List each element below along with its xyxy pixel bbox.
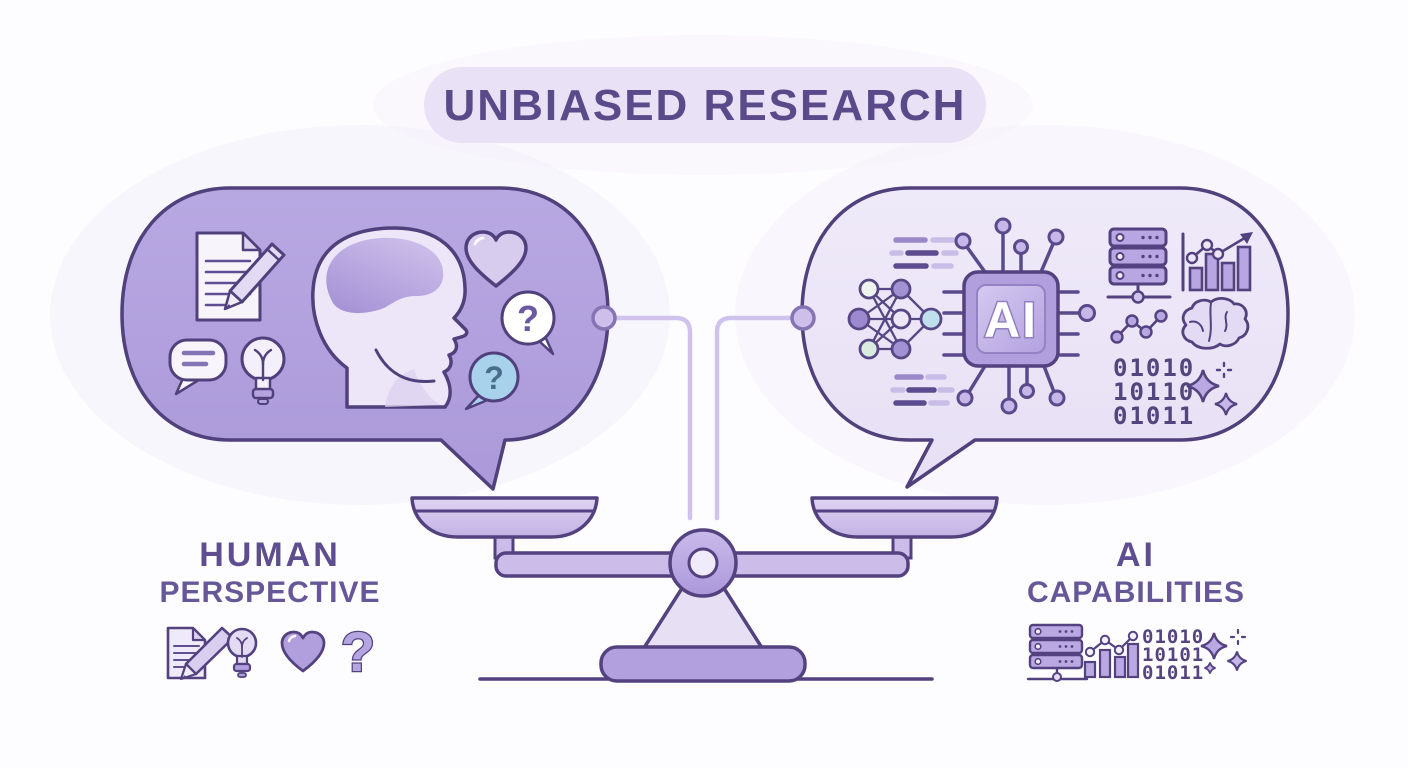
brain-icon (1181, 297, 1250, 350)
server-stack-icon (1106, 227, 1172, 304)
question-mark-white: ? (517, 298, 539, 339)
left-speech-bubble: ? ? (120, 186, 610, 491)
connector-right-dot (790, 305, 816, 331)
lightbulb-icon (240, 336, 286, 405)
connector-lines (609, 315, 798, 521)
scale-left-pan (410, 496, 599, 539)
human-perspective-label: HUMAN PERSPECTIVE (159, 536, 380, 609)
scale-right-pan (810, 496, 999, 539)
small-bar-chart-icon (1083, 630, 1140, 679)
ai-chip-icon: AI (942, 217, 1096, 415)
question-bubble-blue-icon: ? (464, 351, 520, 411)
connector-left-line (609, 315, 693, 521)
banner-title: UNBIASED RESEARCH (444, 81, 967, 130)
binary-small-line-1: 01010 (1142, 626, 1204, 648)
ai-icon-row: 01010 10101 01011 (1026, 623, 1248, 684)
small-document-pencil-icon (166, 626, 235, 681)
small-question-mark-icon: ? (341, 620, 375, 683)
binary-small-line-2: 10101 (1142, 644, 1204, 666)
binary-line-3: 01011 (1113, 402, 1195, 430)
connector-right-line (714, 315, 798, 521)
balance-scale (410, 496, 999, 683)
small-heart-icon (280, 630, 326, 673)
heart-icon (464, 230, 528, 288)
human-icon-row: ? (166, 619, 376, 684)
capabilities-label: CAPABILITIES (1027, 576, 1245, 609)
document-pencil-icon (195, 231, 286, 322)
small-binary-code-text: 01010 10101 01011 (1142, 626, 1204, 684)
binary-code-text: 01010 10110 01011 (1113, 354, 1195, 430)
binary-line-1: 01010 (1113, 354, 1195, 382)
banner-pill (424, 67, 986, 143)
chat-lines-icon (168, 338, 228, 396)
question-mark-blue: ? (484, 360, 504, 396)
perspective-label: PERSPECTIVE (159, 576, 380, 609)
ai-chip-label: AI (984, 292, 1038, 348)
brain-region (326, 237, 444, 314)
small-sparkles-icon (1199, 628, 1248, 675)
right-speech-bubble: AI (800, 186, 1290, 489)
question-bubble-white-icon: ? (500, 290, 556, 356)
text-lines-bottom-icon (890, 374, 955, 406)
title-banner: UNBIASED RESEARCH (424, 67, 986, 143)
head-profile-icon (311, 226, 469, 409)
ai-capabilities-label: AI CAPABILITIES (1027, 536, 1245, 609)
line-chart-icon (1110, 309, 1168, 344)
binary-small-line-3: 01011 (1142, 662, 1204, 684)
small-lightbulb-icon (226, 627, 258, 678)
neural-network-icon (847, 278, 943, 360)
scale-pivot-hole (687, 547, 719, 579)
dotted-plus-sparkle-small (1229, 628, 1247, 646)
ai-label: AI (1116, 536, 1156, 574)
connector-left-dot (591, 305, 617, 331)
bar-chart-trend-icon (1181, 232, 1253, 292)
scale-base (599, 645, 807, 683)
text-lines-top-icon (889, 237, 960, 269)
binary-line-2: 10110 (1113, 378, 1195, 406)
small-server-stack-icon (1026, 623, 1089, 682)
dotted-plus-sparkle (1215, 361, 1233, 379)
sparkles-icon (1185, 361, 1239, 417)
human-label: HUMAN (199, 536, 341, 574)
